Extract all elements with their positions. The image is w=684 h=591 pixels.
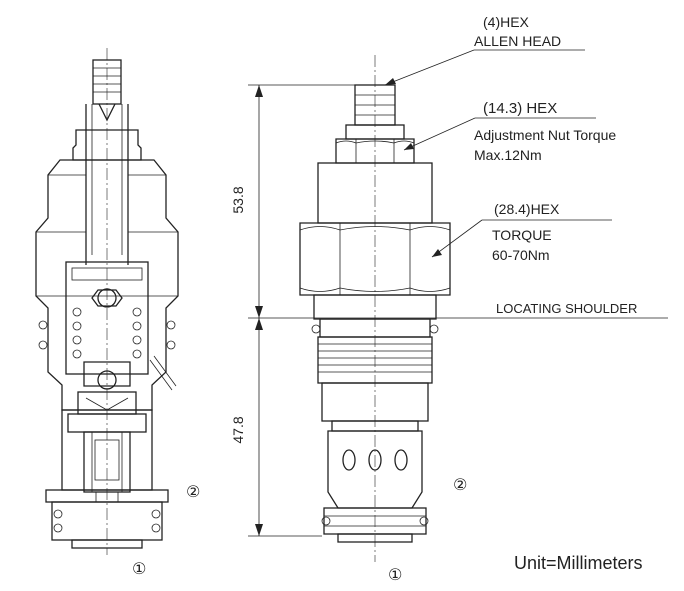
body-torque-value: 60-70Nm — [492, 247, 550, 263]
leader-lines — [384, 49, 612, 258]
section-port-2-marker: ② — [186, 484, 200, 501]
dimension-lower: 47.8 — [230, 416, 246, 443]
side-port-1-marker: ① — [388, 567, 402, 584]
section-port-1-marker: ① — [132, 561, 146, 578]
sectional-view — [35, 48, 179, 555]
body-hex-size-label: (28.4)HEX — [494, 201, 560, 217]
allen-head-size-label: (4)HEX — [483, 14, 530, 30]
side-port-2-marker: ② — [453, 477, 467, 494]
body-torque-label: TORQUE — [492, 227, 552, 243]
locating-shoulder-label: LOCATING SHOULDER — [496, 301, 637, 316]
units-note: Unit=Millimeters — [514, 553, 643, 573]
dimension-upper: 53.8 — [230, 186, 246, 213]
dimension-lines — [248, 84, 668, 537]
allen-head-name-label: ALLEN HEAD — [474, 33, 561, 49]
adjust-nut-size-label: (14.3) HEX — [483, 100, 557, 117]
adjust-nut-max-label: Max.12Nm — [474, 147, 542, 163]
adjust-nut-torque-label: Adjustment Nut Torque — [474, 127, 616, 143]
external-view — [299, 55, 451, 562]
